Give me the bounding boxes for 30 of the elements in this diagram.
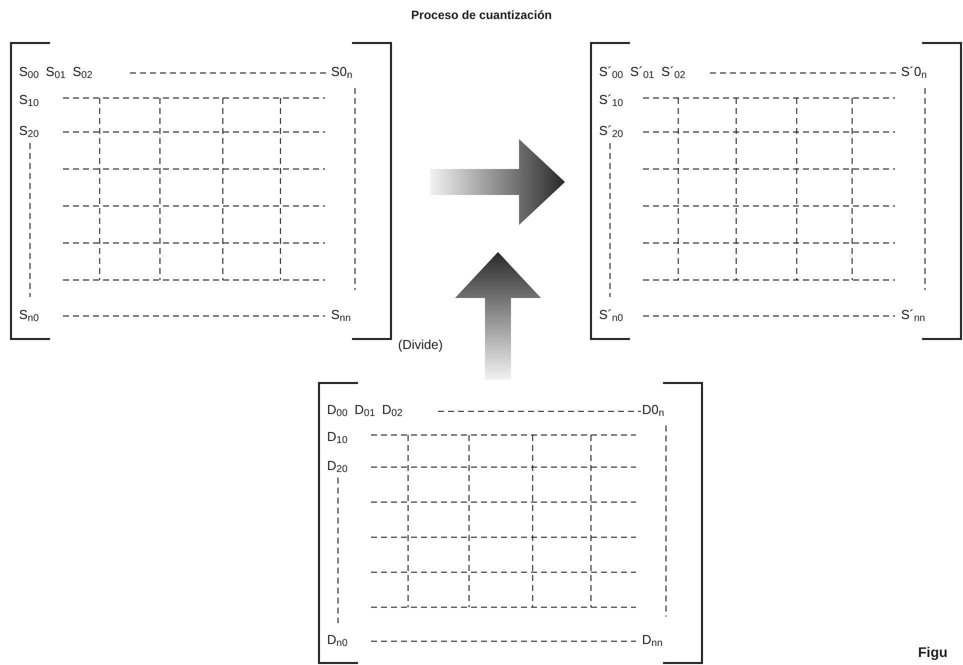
matrix xyxy=(590,42,962,340)
matrix-element-label: D$_{10}$ xyxy=(326,430,349,446)
figure-caption: Figu xyxy=(918,644,948,660)
matrix-element-label: S´$_{nn}$ xyxy=(900,308,926,324)
matrix-element-label: S0$_{n}$ xyxy=(330,65,354,81)
matrix-element-label: D$_{02}$ xyxy=(381,403,404,420)
matrix-element-label: S$_{00}$ xyxy=(18,65,40,81)
matrix-element-label: S$_{n0}$ xyxy=(18,308,40,324)
matrix-element-label: S´$_{20}$ xyxy=(598,124,624,140)
matrix-element-label: S´$_{02}$ xyxy=(660,65,686,81)
matrix-element-label: S$_{02}$ xyxy=(72,65,94,81)
matrix xyxy=(10,42,392,340)
matrix-element-label: D$_{n0}$ xyxy=(326,633,349,650)
matrix-element-label: D$_{01}$ xyxy=(354,403,376,420)
matrix-element-label: S$_{nn}$ xyxy=(330,308,352,324)
matrix-element-label: S´$_{n0}$ xyxy=(598,308,624,324)
matrix-element-label: D$_{00}$ xyxy=(326,403,349,420)
matrix-element-label: S´0$_{n}$ xyxy=(900,65,928,81)
matrix xyxy=(318,382,703,664)
arrow xyxy=(455,252,541,380)
diagram-title: Proceso de cuantización xyxy=(410,8,553,22)
matrix-element-label: S´$_{01}$ xyxy=(629,65,656,81)
matrix-element-label: S´$_{00}$ xyxy=(598,65,624,81)
arrow xyxy=(430,139,565,225)
matrix-element-label: S´$_{10}$ xyxy=(598,93,624,109)
edge-label: (Divide) xyxy=(398,337,443,352)
matrix-element-label: S$_{01}$ xyxy=(44,65,67,81)
matrix-element-label: S$_{20}$ xyxy=(18,124,40,140)
matrix-element-label: S$_{10}$ xyxy=(18,93,40,109)
matrix-element-label: D$_{20}$ xyxy=(326,459,349,476)
